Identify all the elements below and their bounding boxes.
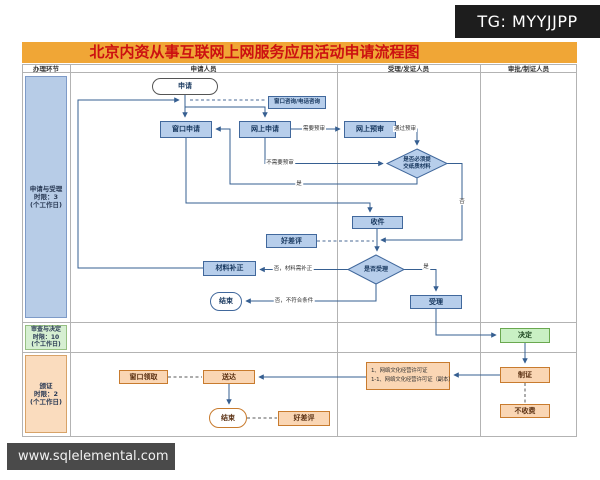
header-applicant: 申请人员 xyxy=(190,65,217,73)
connector-start-to-online-apply xyxy=(185,106,268,118)
lane-review-decide: 审查与决定 时限：10 (个工作日) xyxy=(25,325,67,350)
connector-window-apply-to-receive xyxy=(185,138,373,213)
window-pickup-node: 窗口领取 xyxy=(119,370,168,384)
edge-label-pass-precheck: 通过预审 xyxy=(392,125,418,133)
deliver-node: 送达 xyxy=(203,370,255,384)
edge-label-no-reject: 否，不符合条件 xyxy=(273,297,315,305)
online-apply-node: 网上申请 xyxy=(239,121,291,138)
edge-label-no-precheck: 不需要预审 xyxy=(265,159,295,167)
license-node: 1、网络文化经营许可证 1-1、网络文化经营许可证（副本） xyxy=(366,362,454,390)
lane-label-line: (个工作日) xyxy=(30,201,62,210)
edge-label-need-precheck: 需要预审 xyxy=(301,125,327,133)
make-cert-node: 制证 xyxy=(500,367,550,383)
lane-label-line: 时限：2 xyxy=(33,389,59,398)
connector-accept-to-decide xyxy=(435,309,497,338)
header-approval: 审批/制证人员 xyxy=(507,65,550,73)
lane-label-line: (个工作日) xyxy=(31,341,61,349)
edge-label-accept-yes: 是 xyxy=(422,263,430,271)
end-lower-node: 结束 xyxy=(209,408,247,428)
no-fee-node: 不收费 xyxy=(500,404,550,418)
lane-label-line: 申请与受理 xyxy=(29,184,63,193)
review-upper-node: 好差评 xyxy=(266,234,317,248)
decide-node: 决定 xyxy=(500,328,550,343)
end-upper-node: 结束 xyxy=(210,292,242,311)
window-apply-node: 窗口申请 xyxy=(160,121,212,138)
receive-node: 收件 xyxy=(352,216,403,229)
connector-paper-yes-to-window-apply xyxy=(215,126,418,185)
page-title: 北京内资从事互联网上网服务应用活动申请流程图 xyxy=(22,42,577,63)
license-line1: 1、网络文化经营许可证 xyxy=(371,367,428,374)
edge-label-no-supplement: 否，材料需补正 xyxy=(272,265,314,273)
consult-node: 窗口咨询/电话咨询 xyxy=(268,96,326,109)
lane-label-line: 颁证 xyxy=(39,381,53,390)
review-lower-node: 好差评 xyxy=(278,411,330,426)
connector-supplement-loop xyxy=(77,97,203,269)
header-lane: 办理环节 xyxy=(33,65,59,73)
table-grid xyxy=(22,64,577,437)
lane-label-line: 时限：10 xyxy=(32,333,60,341)
lane-issue-cert: 颁证 时限：2 (个工作日) xyxy=(25,355,67,433)
header-acceptance: 受理/发证人员 xyxy=(387,65,430,73)
connector-online-apply-to-paper-decision xyxy=(264,138,384,167)
paper-decision-diamond xyxy=(385,148,449,179)
online-precheck-node: 网上预审 xyxy=(344,121,396,138)
edge-label-paper-no: 否 xyxy=(458,198,466,206)
accept-decision-diamond xyxy=(346,254,406,285)
lane-apply-accept: 申请与受理 时限：3 (个工作日) xyxy=(25,76,67,318)
accept-node: 受理 xyxy=(410,295,462,309)
lane-label-line: 时限：3 xyxy=(33,192,59,201)
edge-label-paper-yes: 是 xyxy=(295,180,303,188)
tg-badge: TG: MYYJJPP xyxy=(455,5,600,38)
lane-label-line: 审查与决定 xyxy=(30,326,61,334)
table-border xyxy=(22,64,577,437)
supplement-node: 材料补正 xyxy=(203,261,256,276)
license-line2: 1-1、网络文化经营许可证（副本） xyxy=(371,377,454,383)
lane-label-line: (个工作日) xyxy=(30,398,62,407)
start-node: 申请 xyxy=(152,78,218,95)
watermark: www.sqlelemental.com xyxy=(7,443,175,470)
connector-accept-yes-to-accept xyxy=(404,269,439,292)
